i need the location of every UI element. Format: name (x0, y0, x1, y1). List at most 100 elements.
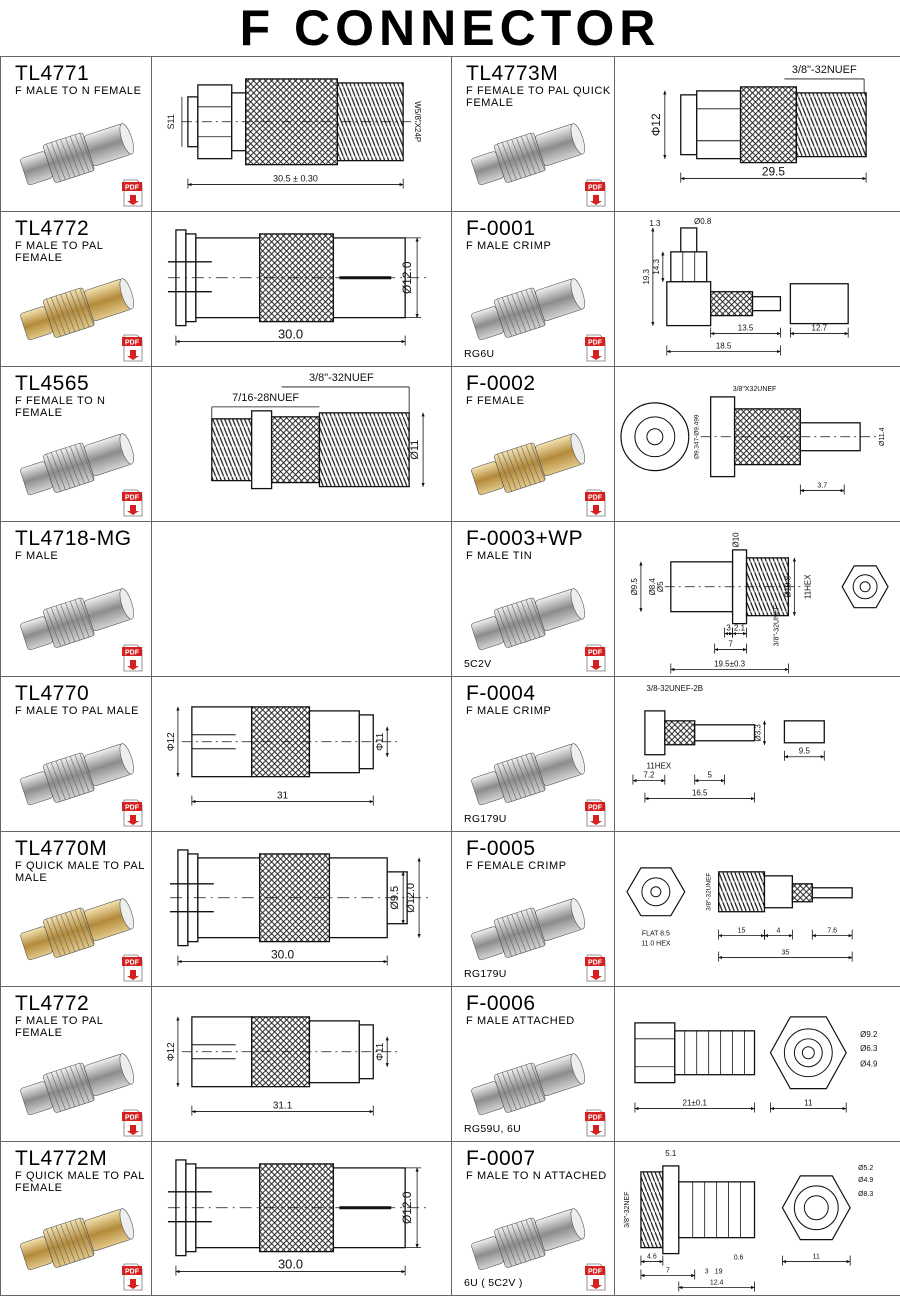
product-description: F FEMALE TO N FEMALE (15, 395, 106, 419)
product-model: F-0002 (466, 372, 536, 395)
product-model: TL4770M (15, 837, 108, 860)
dimension-label: Ø4.9 (860, 1060, 878, 1069)
pdf-icon[interactable]: PDF (121, 799, 145, 827)
pdf-icon[interactable]: PDF (121, 179, 145, 207)
pdf-icon[interactable]: PDF (121, 334, 145, 362)
pdf-icon-label: PDF (125, 340, 140, 347)
product-description: F MALE CRIMP (466, 240, 552, 252)
pdf-icon[interactable]: PDF (121, 644, 145, 672)
dimension-label: Φ12 (166, 732, 177, 751)
dimension-label: W5/8"X24P (413, 101, 422, 142)
pdf-icon[interactable]: PDF (584, 1109, 608, 1137)
dimension-label: 3/8"-32NEF (624, 1192, 631, 1228)
product-photo-3-left (20, 588, 134, 651)
dimension-label: Ø9.347-Ø9.499 (694, 414, 701, 459)
dimension-label: 29.5 (762, 165, 786, 179)
dimension-label: Φ12 (166, 1042, 177, 1061)
product-model: TL4772 (15, 992, 90, 1015)
dimension-label: S11 (166, 114, 176, 129)
product-description: F FEMALE CRIMP (466, 860, 567, 872)
pdf-icon-label: PDF (588, 1269, 603, 1276)
product-model: TL4772M (15, 1147, 108, 1170)
product-photo-6-left (20, 1053, 134, 1116)
dimension-label: Φ11 (375, 1042, 386, 1061)
dimension-label: 3.7 (817, 483, 827, 490)
dimension-label: Ø9.2 (860, 1030, 878, 1039)
pdf-icon[interactable]: PDF (121, 1109, 145, 1137)
dimension-label: 5.1 (665, 1149, 677, 1158)
pdf-icon[interactable]: PDF (584, 179, 608, 207)
pdf-icon[interactable]: PDF (121, 489, 145, 517)
dimension-label: 3/8-32UNEF-2B (646, 684, 703, 693)
cable-type: 6U ( 5C2V ) (464, 1277, 523, 1289)
pdf-icon[interactable]: PDF (121, 1263, 145, 1291)
dimension-label: 7.2 (643, 771, 655, 780)
dimension-label: Ø8.3 (858, 1191, 873, 1198)
product-photo-5-left (20, 898, 134, 961)
dimension-label: 15 (738, 928, 746, 935)
product-model: F-0003+WP (466, 527, 584, 550)
dimension-label: 3 (726, 624, 731, 633)
pdf-icon[interactable]: PDF (584, 489, 608, 517)
pdf-icon[interactable]: PDF (584, 644, 608, 672)
dimension-label: Ø6.3 (860, 1044, 878, 1053)
pdf-icon[interactable]: PDF (584, 334, 608, 362)
page-title: F CONNECTOR (239, 0, 661, 56)
cable-type: RG59U, 6U (464, 1123, 521, 1135)
pdf-icon-label: PDF (588, 1115, 603, 1122)
product-description: F QUICK MALE TO PAL FEMALE (15, 1170, 145, 1194)
dimension-label: 11 (804, 1099, 813, 1108)
pdf-icon-label: PDF (588, 340, 603, 347)
pdf-icon[interactable]: PDF (584, 954, 608, 982)
product-photo-4-right (471, 743, 585, 806)
pdf-icon[interactable]: PDF (584, 799, 608, 827)
product-model: TL4771 (15, 62, 90, 85)
dimension-label: Ø10 (732, 532, 741, 548)
dimension-label: Ø8.4 (648, 578, 657, 596)
product-photo-2-left (20, 433, 134, 496)
dimension-label: 31 (277, 791, 289, 802)
dimension-label: 7/16-28NUEF (232, 392, 299, 404)
product-description: F MALE TO N ATTACHED (466, 1170, 607, 1182)
dimension-label: 19 (715, 1269, 723, 1276)
dimension-label: 3/8"X32UNEF (733, 386, 777, 393)
technical-drawing-6-right: 21±0.1Ø9.2Ø6.3Ø4.911 (634, 1016, 878, 1113)
dimension-label: Ø9.5 (630, 578, 639, 596)
pdf-icon[interactable]: PDF (584, 1263, 608, 1291)
dimension-label: 11 (813, 1254, 820, 1261)
product-description: F FEMALE TO PAL QUICK FEMALE (466, 85, 611, 109)
cable-type: 5C2V (464, 658, 492, 670)
pdf-icon[interactable]: PDF (121, 954, 145, 982)
